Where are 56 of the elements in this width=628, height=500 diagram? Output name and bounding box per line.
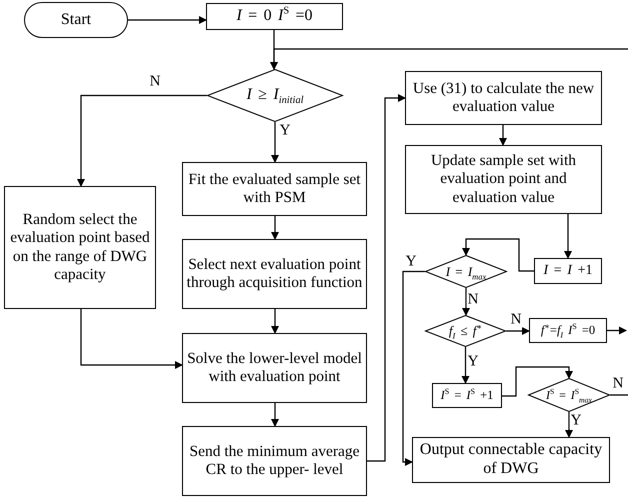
step-text: I = 0 I$^{S}$ =0 [236, 7, 313, 26]
step-text: Use (31) to calculate the new evaluation value [412, 80, 596, 116]
flow-arrow [402, 270, 425, 466]
process-box [412, 437, 610, 483]
flow-arrow [271, 216, 279, 240]
start-terminal [24, 2, 128, 38]
process-box [405, 71, 602, 125]
process-box [529, 318, 607, 343]
step-text: Fit the evaluated sample set with PSM [187, 170, 362, 208]
flow-arrow [77, 94, 207, 187]
edge-label: N [510, 312, 522, 328]
flow-line [610, 394, 628, 396]
step-text: I = I$_{max}$ [446, 264, 486, 280]
process-box [182, 239, 367, 309]
step-text: f$_{I}$ ≤ f$^{∗}$ [448, 323, 482, 339]
edge-label: N [466, 292, 480, 308]
decision-diamond [425, 255, 507, 288]
step-text: I ≥ I$_{initial}$ [246, 86, 304, 105]
edge-label: Y [570, 414, 582, 428]
flow-arrow [565, 412, 573, 438]
decision-diamond [207, 69, 343, 122]
process-box [432, 383, 502, 408]
flow-arrow [499, 125, 507, 146]
flow-arrow [462, 288, 470, 316]
flow-arrow [128, 16, 207, 24]
decision-diamond [528, 378, 610, 412]
flow-arrow [564, 214, 572, 259]
step-text: Random select the evaluation point based on the range of DWG capacity [9, 210, 151, 284]
step-text: Solve the lower-level model with evaluation point [186, 350, 363, 386]
step-text: Start [60, 10, 92, 30]
process-box [206, 3, 343, 30]
step-text: Select next evaluation point through acquisition function [186, 256, 363, 292]
process-box [534, 258, 602, 284]
process-box [182, 426, 367, 496]
flow-arrow [367, 94, 406, 462]
step-text: Update sample set with evaluation point and evaluation value [430, 152, 578, 207]
flow-arrow [502, 366, 573, 397]
process-box [405, 145, 602, 214]
flow-arrow [462, 238, 534, 272]
step-text: Output connectable capacity of DWG [418, 441, 604, 479]
process-box [182, 333, 367, 403]
flow-arrow [271, 403, 279, 427]
flow-arrow [607, 326, 627, 334]
flow-arrow [270, 48, 628, 70]
process-box [4, 186, 156, 309]
flow-arrow [506, 327, 530, 335]
step-text: Send the minimum average CR to the upper- level [188, 442, 361, 480]
process-box [182, 162, 367, 216]
step-text: f$^{∗}$=f$_{I}$ I$^{S}$ =0 [540, 323, 596, 338]
flow-arrow [271, 309, 279, 334]
flow-arrow [462, 347, 470, 384]
flow-arrow [80, 309, 183, 369]
decision-diamond [425, 315, 506, 347]
flow-arrow [271, 122, 279, 163]
step-text: I$^{S}$ = I$^{S}$ +1 [440, 388, 494, 403]
step-text: I = I +1 [544, 262, 592, 280]
